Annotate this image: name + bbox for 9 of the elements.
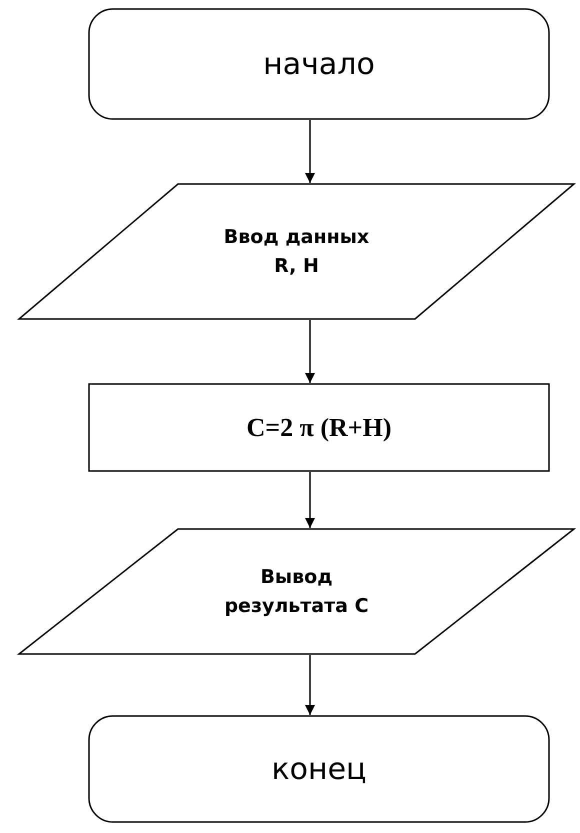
arrow	[305, 655, 315, 715]
node-text: Вывод результата C	[223, 565, 370, 618]
node-text: начало	[263, 46, 375, 84]
arrow	[305, 120, 315, 183]
node-text: Ввод данных R, H	[222, 225, 370, 278]
node-text: конец	[272, 750, 366, 788]
arrow	[305, 472, 315, 528]
arrow	[305, 320, 315, 383]
node-text: C=2 π (R+H)	[246, 412, 392, 444]
